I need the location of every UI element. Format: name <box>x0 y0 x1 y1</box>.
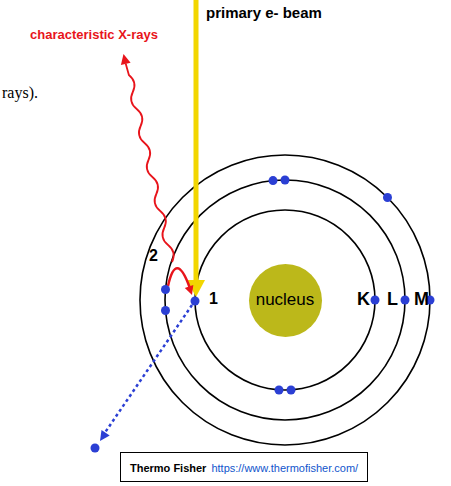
electron <box>161 285 170 294</box>
shell-label: M <box>414 289 429 310</box>
shell-label: L <box>387 289 398 310</box>
xray-arrowhead <box>121 54 131 65</box>
electrons <box>161 176 435 395</box>
electron <box>383 193 392 202</box>
electron <box>269 176 278 185</box>
primary-beam <box>194 0 199 283</box>
electron <box>275 386 284 395</box>
transition-arrow <box>168 268 190 287</box>
shell-label: K <box>357 289 370 310</box>
l-shell <box>165 180 405 420</box>
transition-arrowhead <box>185 285 194 295</box>
credit-name: Thermo Fisher <box>130 462 206 474</box>
callout-number: 1 <box>209 290 218 308</box>
electron <box>371 296 380 305</box>
electron <box>161 306 170 315</box>
ejected-path <box>104 305 192 434</box>
beam-label: primary e- beam <box>206 4 322 21</box>
nucleus-label: nucleus <box>256 290 315 310</box>
xray-label: characteristic X-rays <box>30 28 158 43</box>
ejected-electron <box>91 444 100 453</box>
ejected-arrowhead <box>100 430 110 441</box>
m-shell <box>140 155 430 445</box>
electron <box>191 297 200 306</box>
xray-wave <box>126 64 174 262</box>
nucleus-fill <box>249 264 322 337</box>
credit-url: https://www.thermofisher.com/ <box>211 462 358 474</box>
electron <box>401 296 410 305</box>
electron <box>287 386 296 395</box>
credit-box: Thermo Fisher https://www.thermofisher.co… <box>120 452 368 482</box>
nucleus-circle: nucleus <box>249 264 322 337</box>
k-shell <box>195 210 375 390</box>
electron <box>281 176 290 185</box>
callout-number: 2 <box>149 247 158 265</box>
cut-text: rays). <box>2 84 38 102</box>
